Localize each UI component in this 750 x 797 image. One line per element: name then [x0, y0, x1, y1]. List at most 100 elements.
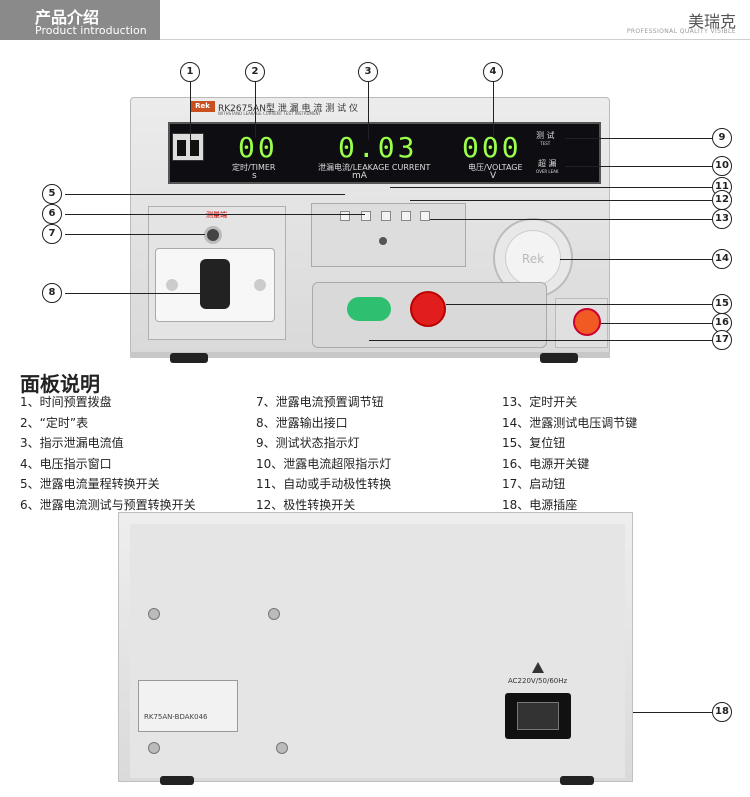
section-header — [0, 0, 160, 40]
timer-label: 定时/TIMER — [232, 163, 276, 172]
test-indicator-en: TEST — [540, 141, 551, 146]
range-switch[interactable] — [340, 211, 350, 221]
timer-switch[interactable] — [420, 211, 430, 221]
line-8 — [65, 293, 210, 294]
callout-12: 12 — [712, 190, 732, 210]
line-9 — [565, 138, 715, 139]
line-11 — [390, 187, 715, 188]
line-2 — [255, 80, 256, 138]
warning-icon — [532, 662, 544, 673]
callout-8: 8 — [42, 283, 62, 303]
screw-icon — [148, 742, 160, 754]
legend-item: 2、“定时”表 — [20, 415, 89, 430]
back-foot-right — [560, 776, 594, 785]
header-divider — [160, 39, 750, 40]
timer-unit: s — [252, 171, 257, 181]
line-4 — [493, 80, 494, 138]
voltage-value: 000 — [462, 131, 522, 164]
legend-item: 4、电压指示窗口 — [20, 456, 112, 471]
callout-17: 17 — [712, 330, 732, 350]
nameplate: RK75AN-BDAK046 — [138, 680, 238, 732]
callout-15: 15 — [712, 294, 732, 314]
leakage-unit: mA — [352, 171, 367, 181]
line-10 — [565, 166, 715, 167]
line-14 — [560, 259, 715, 260]
legend-item: 15、复位钮 — [502, 436, 566, 450]
header-notch — [145, 0, 160, 40]
leakage-value: 0.03 — [338, 131, 418, 164]
over-leak-cn: 超 漏 — [537, 159, 557, 168]
port-label: 测量端 — [206, 211, 227, 219]
device-model-sub: WITHSTAND LEAKAGE CURRENT TEST INSTRUMEN… — [218, 111, 321, 116]
device-logo: Rek — [190, 101, 215, 112]
screw-icon — [268, 608, 280, 620]
timer-dial[interactable] — [172, 133, 204, 161]
leakage-label: 泄漏电流/LEAKAGE CURRENT — [318, 163, 431, 172]
screw-icon — [148, 608, 160, 620]
voltage-knob-cap: Rek — [505, 230, 561, 286]
power-button[interactable] — [573, 308, 601, 336]
line-15 — [446, 304, 715, 305]
auto-manual-switch[interactable] — [381, 211, 391, 221]
brand-name: 美瑞克 — [687, 12, 736, 31]
callout-13: 13 — [712, 209, 732, 229]
callout-3: 3 — [358, 62, 378, 82]
legend-item: 10、泄露电流超限指示灯 — [256, 456, 392, 471]
preset-knob[interactable] — [379, 237, 387, 245]
screw-icon — [276, 742, 288, 754]
voltage-label: 电压/VOLTAGE — [468, 163, 523, 172]
legend-item: 5、泄露电流量程转换开关 — [20, 477, 160, 491]
line-13 — [430, 219, 715, 220]
device-back-inner — [130, 524, 625, 778]
callout-16: 16 — [712, 313, 732, 333]
callout-7: 7 — [42, 224, 62, 244]
device-foot-right — [540, 353, 578, 363]
power-inlet-socket — [517, 702, 559, 730]
callout-10: 10 — [712, 156, 732, 176]
callout-2: 2 — [245, 62, 265, 82]
ac-rating: AC220V/50/60Hz — [508, 677, 568, 685]
back-foot-left — [160, 776, 194, 785]
device-base — [130, 352, 610, 358]
line-3 — [368, 80, 369, 140]
line-16 — [601, 323, 715, 324]
legend-item: 17、启动钮 — [502, 477, 566, 491]
legend-item: 9、测试状态指示灯 — [256, 436, 360, 450]
line-1 — [190, 80, 191, 140]
test-preset-switch[interactable] — [361, 211, 371, 221]
callout-18: 18 — [712, 702, 732, 722]
lcd-display — [168, 122, 601, 184]
line-5 — [65, 194, 345, 195]
legend-item: 16、电源开关键 — [502, 456, 590, 471]
legend-item: 14、泄露测试电压调节键 — [502, 415, 638, 430]
legend-item: 18、电源插座 — [502, 497, 578, 512]
line-6 — [65, 214, 365, 215]
callout-5: 5 — [42, 184, 62, 204]
leakage-output-port[interactable] — [204, 226, 222, 244]
serial-number: RK75AN-BDAK046 — [144, 713, 208, 721]
reset-button[interactable] — [410, 291, 446, 327]
line-7 — [65, 234, 205, 235]
device-foot-left — [170, 353, 208, 363]
brand-tagline: PROFESSIONAL QUALITY VISIBLE — [626, 28, 736, 35]
timer-value: 00 — [238, 131, 278, 164]
section-title: 产品介绍 — [35, 8, 100, 27]
line-17 — [369, 340, 715, 341]
callout-14: 14 — [712, 249, 732, 269]
line-18 — [560, 712, 715, 713]
legend-column-1: 1、时间预置拨盘 2、“定时”表 3、指示泄漏电流值 4、电压指示窗口 5、泄露… — [20, 392, 196, 515]
legend-item: 6、泄露电流测试与预置转换开关 — [20, 497, 196, 512]
callout-4: 4 — [483, 62, 503, 82]
test-indicator-cn: 测 试 — [536, 131, 555, 140]
power-outlet[interactable] — [155, 248, 275, 322]
legend-item: 12、极性转换开关 — [256, 497, 356, 512]
start-button[interactable] — [347, 297, 391, 321]
legend-item: 3、指示泄漏电流值 — [20, 436, 124, 450]
polarity-switch[interactable] — [401, 211, 411, 221]
legend-item: 1、时间预置拨盘 — [20, 395, 112, 409]
legend-column-3: 13、定时开关 14、泄露测试电压调节键 15、复位钮 16、电源开关键 17、… — [502, 392, 637, 515]
callout-6: 6 — [42, 204, 62, 224]
device-model: RK2675AN型 泄 漏 电 流 测 试 仪 — [218, 104, 358, 114]
